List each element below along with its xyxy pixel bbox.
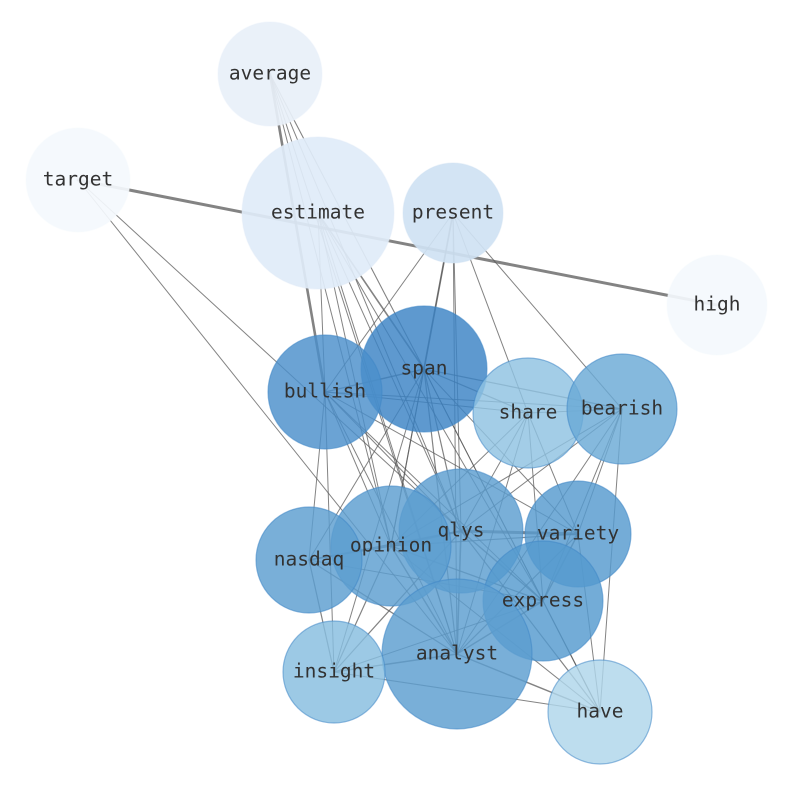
graph-node-present[interactable] <box>402 162 504 264</box>
graph-node-insight[interactable] <box>282 620 386 724</box>
graph-node-label-opinion: opinion <box>350 534 432 557</box>
graph-node-have[interactable] <box>547 659 653 765</box>
graph-node-estimate[interactable] <box>241 136 395 290</box>
labels-layer: average target estimate present high span bull… <box>43 62 741 723</box>
graph-node-label-span: span <box>401 357 448 380</box>
graph-node-bearish[interactable] <box>566 353 678 465</box>
graph-node-target[interactable] <box>25 127 131 233</box>
graph-node-label-high: high <box>694 293 741 316</box>
graph-node-high[interactable] <box>666 254 768 356</box>
graph-edge <box>76 178 719 307</box>
graph-node-label-share: share <box>499 401 558 424</box>
graph-node-label-express: express <box>502 589 584 612</box>
graph-node-label-nasdaq: nasdaq <box>274 548 344 571</box>
graph-node-label-target: target <box>43 168 113 191</box>
graph-node-label-estimate: estimate <box>271 201 365 224</box>
graph-node-label-variety: variety <box>537 522 619 545</box>
graph-node-label-insight: insight <box>293 660 375 683</box>
graph-node-label-bullish: bullish <box>284 380 366 403</box>
graph-node-label-have: have <box>577 700 624 723</box>
graph-node-label-bearish: bearish <box>581 397 663 420</box>
graph-node-label-qlys: qlys <box>438 519 485 542</box>
graph-node-label-average: average <box>229 62 311 85</box>
graph-node-label-present: present <box>412 201 494 224</box>
graph-node-average[interactable] <box>217 21 323 127</box>
graph-edge <box>77 179 462 532</box>
nodes-layer <box>25 21 768 765</box>
graph-node-label-analyst: analyst <box>416 642 498 665</box>
graph-node-nasdaq[interactable] <box>255 506 363 614</box>
graph-node-bullish[interactable] <box>267 334 383 450</box>
